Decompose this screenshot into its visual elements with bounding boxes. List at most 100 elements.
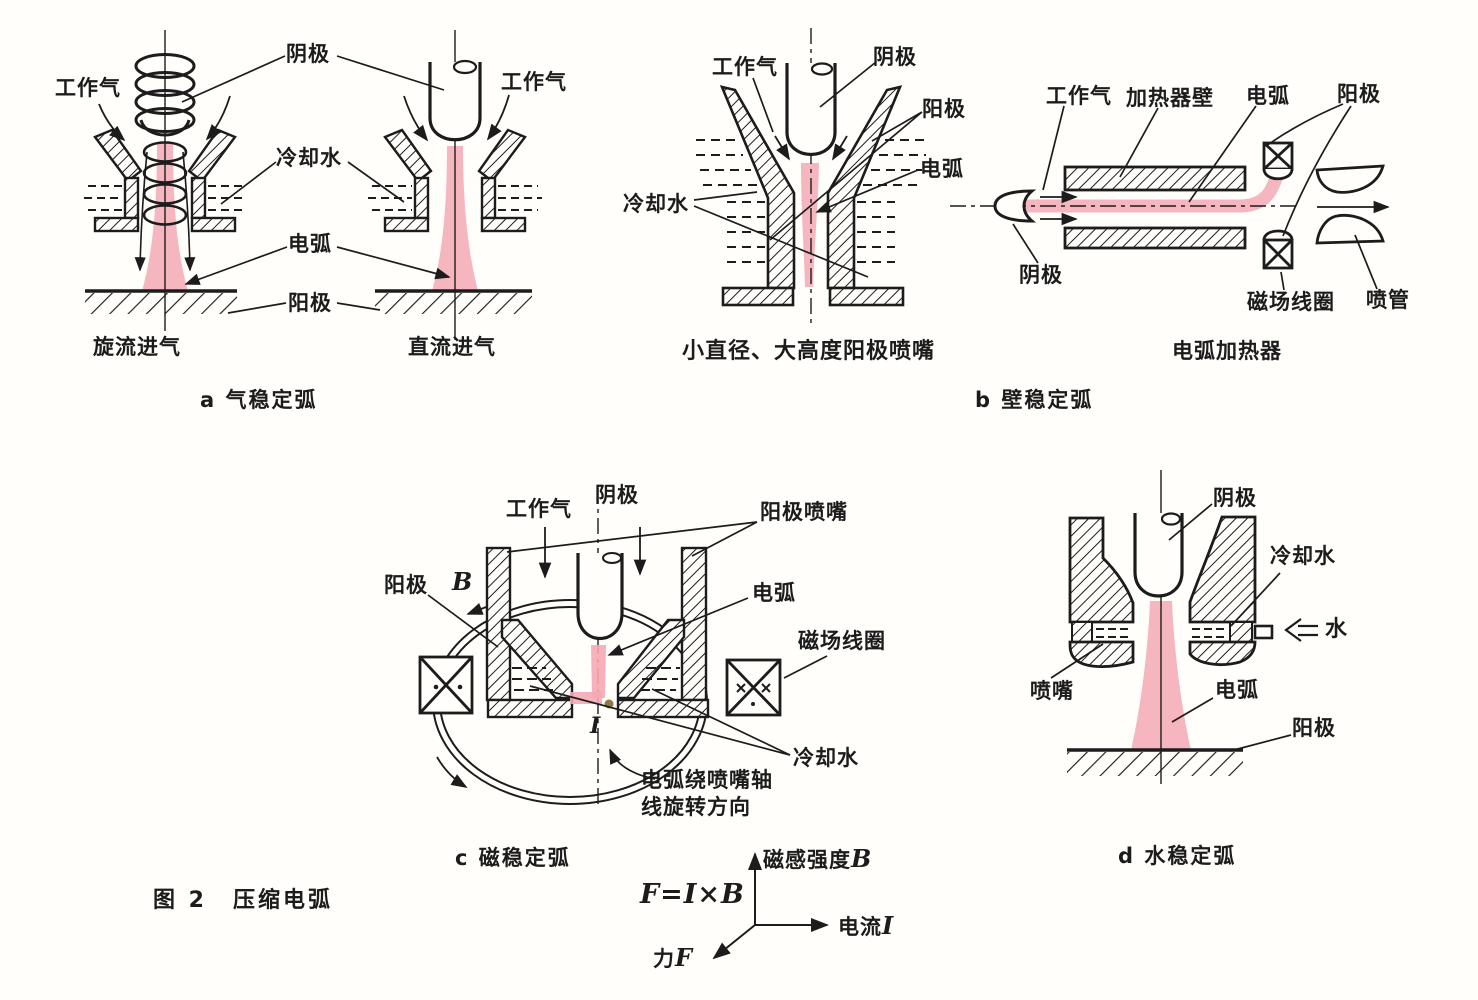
water-inlet-pipe: [1253, 624, 1274, 640]
flow-line: [134, 151, 148, 272]
figure-title: 压缩电弧: [232, 888, 333, 913]
flow-line: [182, 151, 196, 272]
anode-hatch: [375, 293, 532, 314]
cathode-opening: [810, 62, 834, 76]
panel-d-arc-label: 电弧: [1215, 678, 1259, 702]
i-axis-label: 电流I: [838, 911, 894, 940]
nozzle-wall: [477, 128, 527, 183]
panel-d-cooling-water-label: 冷却水: [1270, 544, 1336, 568]
base-flange: [721, 286, 795, 307]
water-channel-cap: [1071, 621, 1093, 643]
cathode: [428, 62, 482, 142]
water-inflow-arrow: [1284, 618, 1318, 642]
figure-number: 图 2: [153, 888, 207, 913]
cooling-water-dashes: [640, 667, 680, 691]
gas-intake-arrow: [205, 95, 231, 141]
field-coil-right: [725, 658, 782, 717]
anode-arm: [719, 85, 796, 290]
panel-a-arc-label: 电弧: [288, 232, 332, 256]
panel-a-swirl-caption: 旋流进气: [93, 335, 181, 359]
anode-wedge: [500, 618, 574, 700]
gas-intake-arrow: [98, 103, 126, 142]
panel-b-anode-label: 阳极: [922, 97, 966, 121]
panel-c-rotation-note-line2: 线旋转方向: [641, 795, 751, 819]
anode-hatch: [1067, 752, 1243, 776]
figure-caption: 图 2 压缩电弧: [153, 888, 333, 913]
heater-nozzle-pipe-label: 喷管: [1366, 288, 1410, 312]
gas-intake-arrow: [486, 94, 510, 141]
nozzle-horn-upper: [1315, 164, 1385, 194]
heater-wall-label: 加热器壁: [1126, 86, 1214, 110]
panel-b-leader-lines: [693, 61, 923, 278]
panel-a-working-gas-right-label: 工作气: [501, 70, 567, 94]
heater-field-coil-label: 磁场线圈: [1247, 290, 1335, 314]
panel-c-cooling-water-label: 冷却水: [793, 746, 859, 770]
panel-b-caption: b 壁稳定弧: [975, 388, 1094, 412]
heater-wall: [1063, 226, 1247, 250]
panel-c-flux-b-symbol: B: [452, 567, 473, 596]
cathode-opening: [602, 552, 622, 564]
panel-c-caption: c 磁稳定弧: [455, 846, 571, 870]
f-axis-arrow: [712, 924, 756, 960]
heater-caption: 电弧加热器: [1172, 339, 1282, 363]
panel-c-anode-nozzle-label: 阳极喷嘴: [760, 500, 848, 524]
cooling-water-dashes: [498, 185, 542, 211]
panel-c-current-i-symbol: I: [590, 713, 601, 739]
nozzle-block-left: [1068, 516, 1135, 624]
panel-b-cathode-label: 阴极: [873, 45, 917, 69]
arc-plasma: [591, 645, 606, 698]
panel-c-leader-lines: [427, 521, 828, 780]
gas-intake-arrow: [403, 95, 429, 142]
anode-arm: [826, 85, 903, 290]
cathode-tip: [139, 119, 191, 137]
panel-a-straight-torch: [368, 30, 542, 340]
panel-b-nozzle-caption: 小直径、大高度阳极喷嘴: [682, 339, 936, 364]
heater-wall: [1063, 165, 1247, 192]
panel-c-arc-label: 电弧: [752, 581, 796, 605]
panel-b-working-gas-label: 工作气: [712, 55, 778, 79]
panel-d-water-label: 水: [1325, 617, 1349, 642]
cathode-coil: [134, 53, 196, 79]
cooling-water-dashes: [1192, 628, 1228, 638]
panel-a-swirl-torch: [84, 30, 246, 331]
panel-c-working-gas-label: 工作气: [506, 497, 572, 521]
panel-c-rotation-note-line1: 电弧绕喷嘴轴: [641, 768, 773, 792]
heater-leader-lines: [1012, 103, 1378, 291]
panel-b-arc-label: 电弧: [920, 157, 964, 181]
field-coil-lower: [1262, 229, 1294, 270]
nozzle-horn-lower: [1315, 213, 1385, 245]
panel-a-cathode-label: 阴极: [286, 42, 330, 66]
panel-d-water-torch: [1050, 470, 1318, 784]
panel-d-caption: d 水稳定弧: [1118, 844, 1237, 868]
b-axis-label: 磁感强度B: [763, 844, 872, 873]
nozzle-wall: [383, 128, 433, 183]
gas-intake-arrow: [832, 135, 848, 161]
arc-plasma: [801, 163, 819, 287]
field-coil-upper: [1262, 141, 1294, 181]
arc-plasma-trace: [1001, 165, 1286, 213]
panel-d-cathode-label: 阴极: [1213, 486, 1257, 510]
nozzle-foot-left: [1068, 640, 1135, 668]
cathode: [576, 553, 624, 640]
rotation-arrow: [436, 756, 468, 788]
anode-wedge: [616, 618, 686, 700]
panel-b-cooling-water-label: 冷却水: [623, 192, 689, 216]
cathode: [785, 63, 837, 156]
panel-a-caption: a 气稳定弧: [200, 388, 318, 412]
panel-c-field-coil-label: 磁场线圈: [798, 629, 886, 653]
panel-d-nozzle-label: 喷嘴: [1030, 679, 1074, 703]
heater-arc-label: 电弧: [1246, 84, 1290, 108]
cooling-water-dashes: [368, 185, 412, 211]
cooling-water-dashes: [696, 139, 765, 263]
heater-cathode-label: 阴极: [1019, 263, 1063, 287]
panel-c-magnetic-torch: [418, 488, 828, 806]
panel-c-anode-label: 阳极: [384, 573, 428, 597]
nozzle-block-right: [1188, 515, 1257, 624]
cathode: [993, 189, 1037, 223]
panel-a-anode-label: 阳极: [288, 291, 332, 315]
f-axis-label: 力F: [653, 943, 693, 972]
lorentz-formula: F=I×B: [640, 879, 745, 910]
panel-a-working-gas-left-label: 工作气: [55, 76, 121, 100]
